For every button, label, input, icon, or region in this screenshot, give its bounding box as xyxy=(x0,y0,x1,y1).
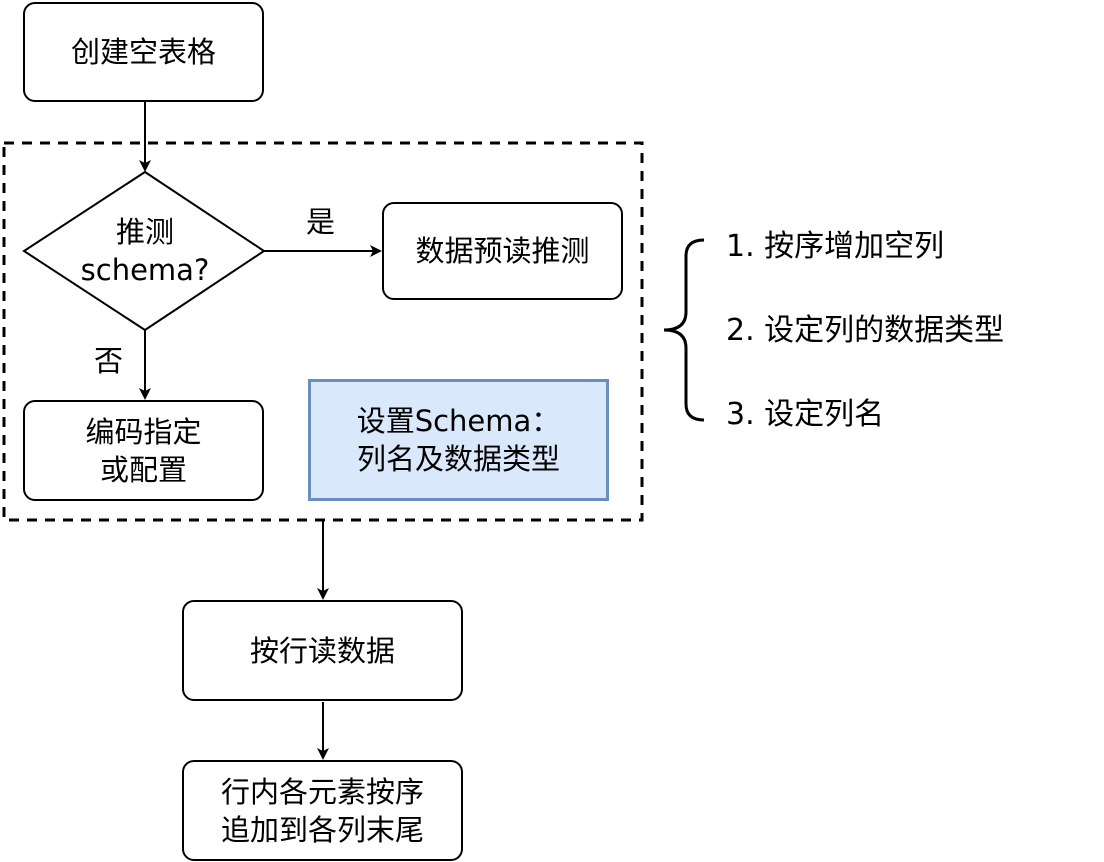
set-schema-line1: 设置Schema： xyxy=(356,404,561,438)
infer-question-node: 推测 schema? xyxy=(40,206,250,296)
infer-question-line2: schema? xyxy=(80,253,210,287)
read-rows-node: 按行读数据 xyxy=(182,600,463,701)
read-rows-label: 按行读数据 xyxy=(249,633,395,668)
step-item-1: 1. 按序增加空列 xyxy=(726,229,945,264)
prefetch-infer-node: 数据预读推测 xyxy=(382,202,623,300)
code-config-line2: 或配置 xyxy=(99,452,187,487)
step-item-3: 3. 设定列名 xyxy=(726,397,885,432)
create-table-node: 创建空表格 xyxy=(23,2,264,102)
prefetch-infer-label: 数据预读推测 xyxy=(415,234,590,268)
set-schema-node: 设置Schema： 列名及数据类型 xyxy=(308,379,609,501)
code-config-line1: 编码指定 xyxy=(85,414,202,449)
curly-brace xyxy=(663,238,705,422)
step-item-2: 2. 设定列的数据类型 xyxy=(726,313,1005,348)
append-line2: 追加到各列末尾 xyxy=(220,812,424,847)
infer-question-line1: 推测 xyxy=(115,215,174,249)
edge-no-label: 否 xyxy=(94,344,124,378)
append-node: 行内各元素按序 追加到各列末尾 xyxy=(182,760,463,861)
dashed-group-boundary xyxy=(2,141,644,522)
edge-yes-label: 是 xyxy=(306,205,336,239)
code-config-node: 编码指定 或配置 xyxy=(23,400,264,501)
set-schema-line2: 列名及数据类型 xyxy=(356,442,560,476)
append-line1: 行内各元素按序 xyxy=(220,774,424,809)
create-table-label: 创建空表格 xyxy=(70,35,216,69)
